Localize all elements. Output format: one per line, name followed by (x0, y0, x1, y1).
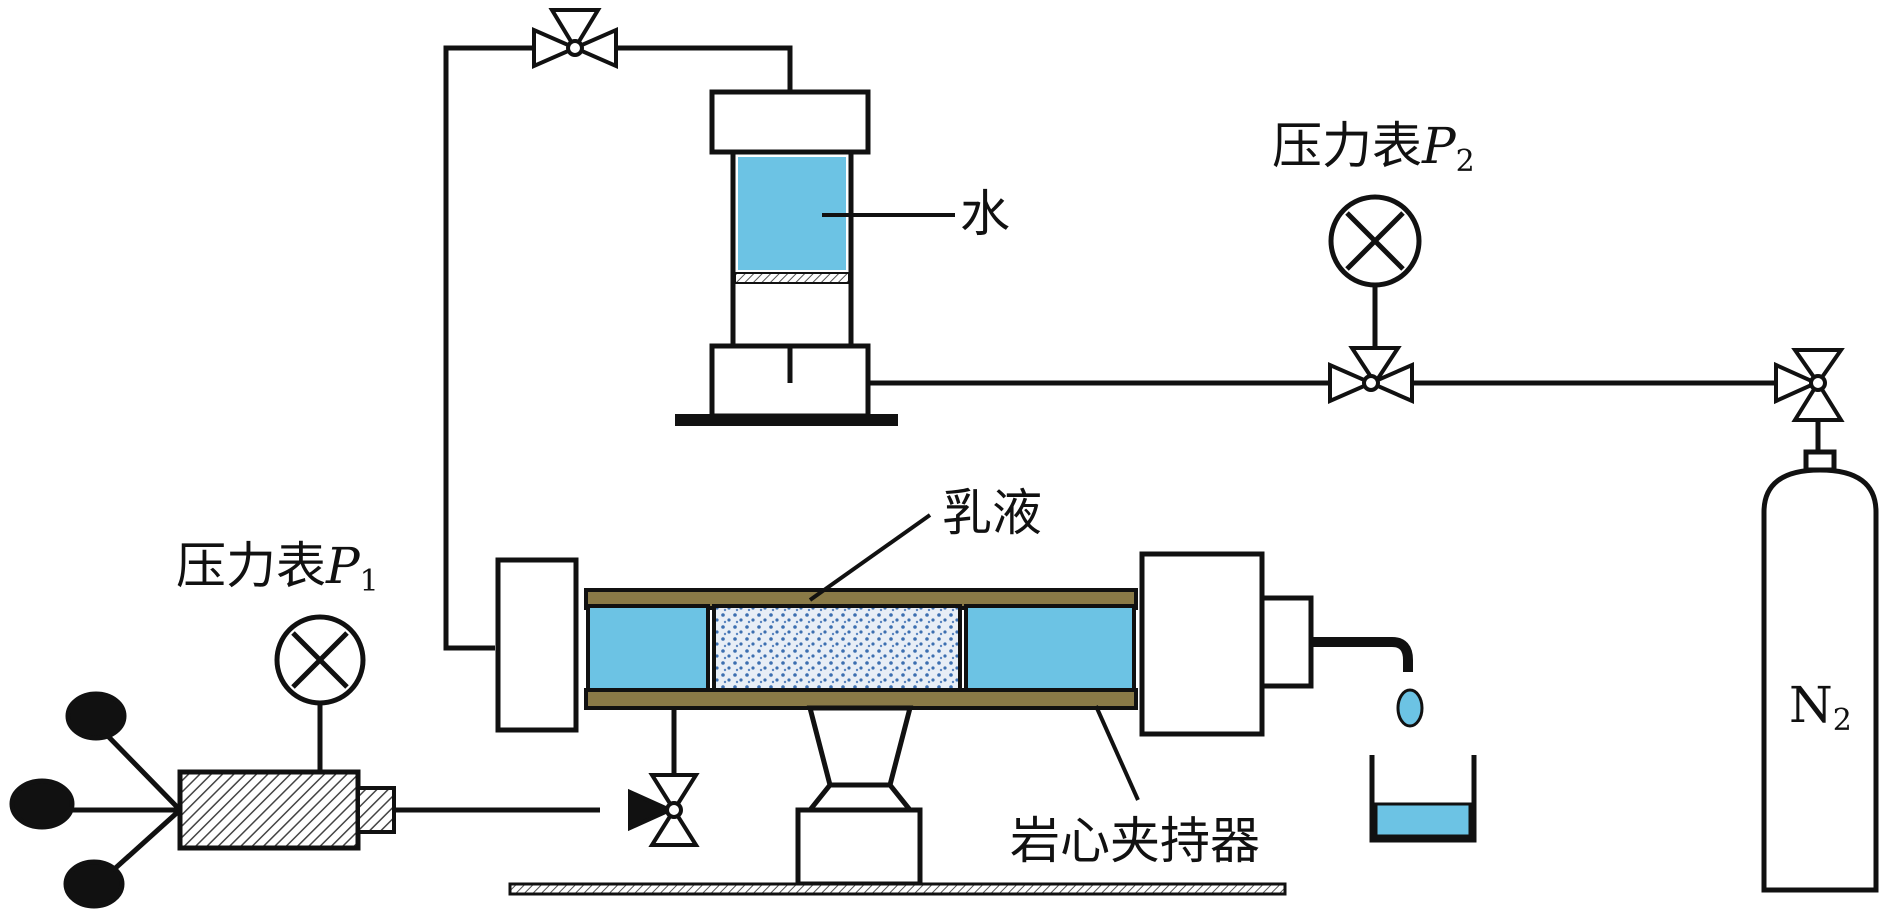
valve-icon (1774, 348, 1845, 422)
emulsion-core (712, 604, 962, 692)
label-core-holder: 岩心夹持器 (1010, 812, 1260, 870)
gas-cylinder-icon (1761, 449, 1879, 893)
water-container (675, 89, 955, 426)
valve-icon (628, 773, 700, 847)
label-water: 水 (960, 185, 1010, 243)
pressure-gauge-icon (274, 614, 366, 706)
label-emulsion: 乳液 (942, 484, 1042, 542)
collection-beaker (1369, 688, 1477, 843)
piston (734, 272, 850, 284)
holder-stand (508, 705, 1287, 896)
valve-icon (532, 8, 618, 70)
label-gauge-p2: 压力表P2 (1272, 117, 1475, 179)
valve-icon (1328, 346, 1414, 405)
hand-pump-icon (9, 691, 396, 909)
pressure-gauge-icon (1328, 194, 1422, 288)
label-nitrogen: N2 (1789, 676, 1852, 738)
label-gauge-p1: 压力表P1 (176, 537, 379, 599)
core-holder (495, 513, 1314, 801)
